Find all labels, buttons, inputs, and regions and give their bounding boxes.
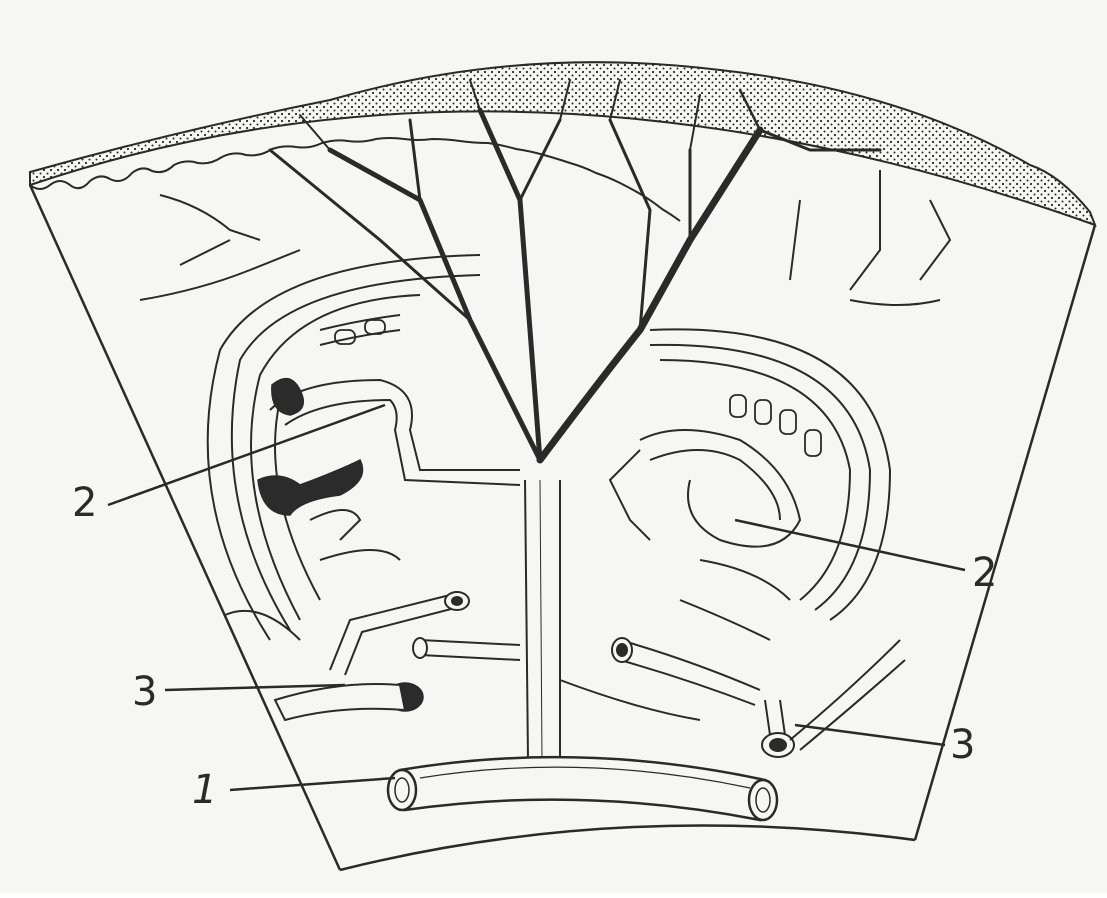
leader-lines xyxy=(108,405,965,790)
left-dark-bodies xyxy=(258,379,423,711)
right-arcuate-vessels xyxy=(610,329,890,640)
dotted-surface-layer xyxy=(30,62,1095,225)
label-3-right: 3 xyxy=(950,725,975,765)
label-2-right: 2 xyxy=(972,553,997,593)
label-3-left: 3 xyxy=(132,672,157,712)
right-small-loops xyxy=(730,395,821,456)
central-vessel xyxy=(525,480,560,760)
right-interlobular-vessels xyxy=(560,638,905,757)
label-2-left: 2 xyxy=(72,483,97,523)
left-interlobular-vessels xyxy=(225,592,520,720)
left-arcuate-vessels xyxy=(208,255,520,640)
peripheral-branches xyxy=(140,170,950,305)
basal-vessel xyxy=(388,757,777,820)
label-1: 1 xyxy=(192,770,217,810)
